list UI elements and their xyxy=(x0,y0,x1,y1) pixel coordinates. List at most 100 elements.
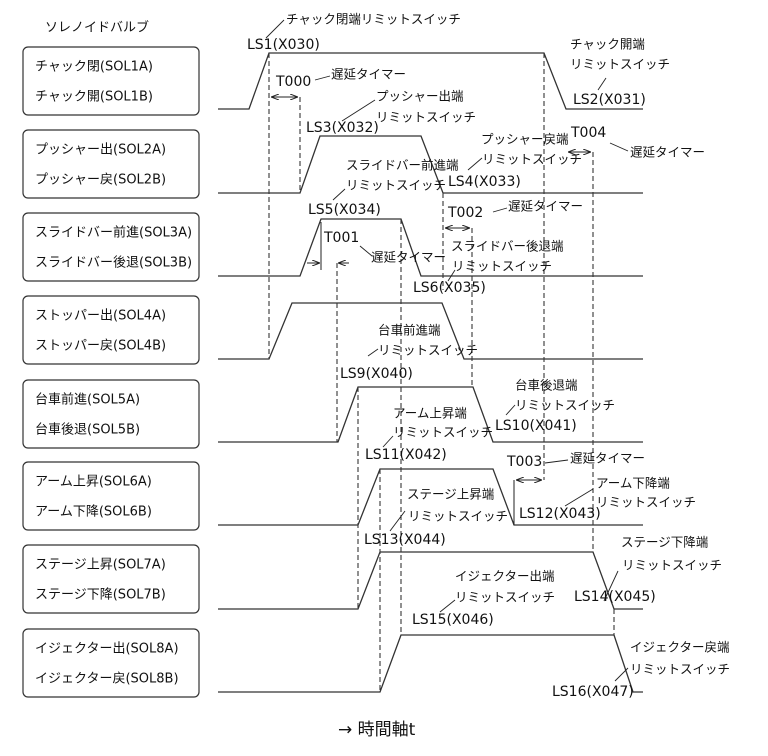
ls6-description-2: リミットスイッチ xyxy=(452,259,552,274)
solenoid-label-a: ステージ上昇(SOL7A) xyxy=(35,558,166,573)
ls13-description-2: リミットスイッチ xyxy=(408,509,508,524)
ls9-label: LS9(X040) xyxy=(340,366,413,382)
timer-arrows xyxy=(271,97,591,525)
ls15-description-2: リミットスイッチ xyxy=(455,590,555,605)
solenoid-box: ストッパー出(SOL4A) ストッパー戻(SOL4B) xyxy=(22,295,200,365)
waveform-sol1 xyxy=(218,52,643,110)
ls5-description-2: リミットスイッチ xyxy=(346,178,446,193)
time-axis-label: → 時間軸t xyxy=(338,720,416,740)
annotations: チャック閉端リミットスイッチ LS1(X030) T000 遅延タイマー プッシ… xyxy=(247,12,730,741)
t000-description: 遅延タイマー xyxy=(331,67,406,82)
ls12-description-2: リミットスイッチ xyxy=(596,495,696,510)
ls14-description: ステージ下降端 xyxy=(621,535,708,550)
ls5-label: LS5(X034) xyxy=(308,202,381,218)
solenoid-box-frame xyxy=(22,46,200,116)
ls16-label: LS16(X047) xyxy=(552,684,634,700)
ls16-description-2: リミットスイッチ xyxy=(630,662,730,677)
ls14-label: LS14(X045) xyxy=(574,589,656,605)
ls9-description: 台車前進端 xyxy=(378,323,441,338)
ls2-label: LS2(X031) xyxy=(573,92,646,108)
t002-description: 遅延タイマー xyxy=(508,199,583,214)
waveforms xyxy=(218,52,643,693)
ls10-description-2: リミットスイッチ xyxy=(515,398,615,413)
waveform-sol4 xyxy=(218,302,643,360)
ls4-description: プッシャー戻端 xyxy=(481,132,569,147)
ls15-label: LS15(X046) xyxy=(412,612,494,628)
solenoid-box-frame xyxy=(22,295,200,365)
ls12-label: LS12(X043) xyxy=(519,506,601,522)
t000-label: T000 xyxy=(275,74,311,90)
ls4-description-2: リミットスイッチ xyxy=(482,152,582,167)
solenoid-list: チャック閉(SOL1A)チャック開(SOL1B)プッシャー出(SOL2A)プッシ… xyxy=(22,46,200,698)
ls4-label: LS4(X033) xyxy=(448,174,521,190)
solenoid-label-b: スライドバー後退(SOL3B) xyxy=(35,256,192,271)
solenoid-box: イジェクター出(SOL8A) イジェクター戻(SOL8B) xyxy=(22,628,200,698)
solenoid-box: プッシャー出(SOL2A) プッシャー戻(SOL2B) xyxy=(22,129,200,199)
ls1-description: チャック閉端リミットスイッチ xyxy=(286,12,461,27)
waveform-sol3 xyxy=(218,218,643,277)
solenoid-box-frame xyxy=(22,544,200,614)
solenoid-label-b: 台車後退(SOL5B) xyxy=(35,423,140,438)
ls11-description-2: リミットスイッチ xyxy=(393,425,493,440)
t003-description: 遅延タイマー xyxy=(570,451,645,466)
ls10-label: LS10(X041) xyxy=(495,418,577,434)
solenoid-box: アーム上昇(SOL6A) アーム下降(SOL6B) xyxy=(22,461,200,531)
solenoid-box: チャック閉(SOL1A) チャック開(SOL1B) xyxy=(22,46,200,116)
t004-label: T004 xyxy=(570,125,606,141)
solenoid-label-a: イジェクター出(SOL8A) xyxy=(35,642,179,657)
leader-lines xyxy=(265,19,629,682)
solenoid-box-frame xyxy=(22,628,200,698)
ls2-description: チャック開端 xyxy=(570,37,645,52)
waveform-sol8 xyxy=(218,634,643,693)
solenoid-box-frame xyxy=(22,379,200,449)
solenoid-box: スライドバー前進(SOL3A) スライドバー後退(SOL3B) xyxy=(22,212,200,282)
waveform-sol7 xyxy=(218,551,643,610)
solenoid-box: 台車前進(SOL5A) 台車後退(SOL5B) xyxy=(22,379,200,449)
solenoid-label-a: 台車前進(SOL5A) xyxy=(35,392,140,408)
solenoid-label-a: ストッパー出(SOL4A) xyxy=(35,309,166,324)
ls12-description: アーム下降端 xyxy=(596,476,670,491)
t001-label: T001 xyxy=(323,230,359,246)
solenoid-label-a: アーム上昇(SOL6A) xyxy=(35,475,152,490)
solenoid-label-b: チャック開(SOL1B) xyxy=(35,90,153,105)
ls11-description: アーム上昇端 xyxy=(393,406,467,421)
t004-description: 遅延タイマー xyxy=(630,145,705,160)
column-title: ソレノイドバルブ xyxy=(45,20,149,36)
t001-description: 遅延タイマー xyxy=(371,250,446,265)
solenoid-label-a: プッシャー出(SOL2A) xyxy=(35,143,166,158)
ls3-description: プッシャー出端 xyxy=(376,89,464,104)
ls16-description: イジェクター戻端 xyxy=(630,640,730,655)
ls14-description-2: リミットスイッチ xyxy=(622,558,722,573)
ls11-label: LS11(X042) xyxy=(365,447,447,463)
waveform-sol2 xyxy=(218,135,643,194)
solenoid-box: ステージ上昇(SOL7A) ステージ下降(SOL7B) xyxy=(22,544,200,614)
ls13-description: ステージ上昇端 xyxy=(407,487,494,502)
solenoid-label-b: イジェクター戻(SOL8B) xyxy=(35,672,179,687)
ls13-label: LS13(X044) xyxy=(364,532,446,548)
ls9-description-2: リミットスイッチ xyxy=(378,343,478,358)
solenoid-label-a: チャック閉(SOL1A) xyxy=(35,60,153,75)
t002-label: T002 xyxy=(447,205,483,221)
ls6-description: スライドバー後退端 xyxy=(451,239,564,254)
ls3-label: LS3(X032) xyxy=(306,120,379,136)
ls3-description-2: リミットスイッチ xyxy=(376,110,476,125)
waveform-sol6 xyxy=(218,468,643,526)
waveform-sol5 xyxy=(218,386,643,443)
solenoid-label-a: スライドバー前進(SOL3A) xyxy=(35,225,192,241)
solenoid-box-frame xyxy=(22,129,200,199)
ls5-description: スライドバー前進端 xyxy=(346,158,459,173)
solenoid-box-frame xyxy=(22,212,200,282)
reference-lines xyxy=(268,53,615,692)
t003-label: T003 xyxy=(506,454,542,470)
ls15-description: イジェクター出端 xyxy=(455,569,555,584)
solenoid-label-b: ステージ下降(SOL7B) xyxy=(35,588,166,603)
solenoid-label-b: アーム下降(SOL6B) xyxy=(35,505,152,520)
solenoid-label-b: ストッパー戻(SOL4B) xyxy=(35,339,166,354)
solenoid-box-frame xyxy=(22,461,200,531)
solenoid-label-b: プッシャー戻(SOL2B) xyxy=(35,173,166,188)
ls1-label: LS1(X030) xyxy=(247,37,320,53)
ls2-description-2: リミットスイッチ xyxy=(570,57,670,72)
ls6-label: LS6(X035) xyxy=(413,280,486,296)
